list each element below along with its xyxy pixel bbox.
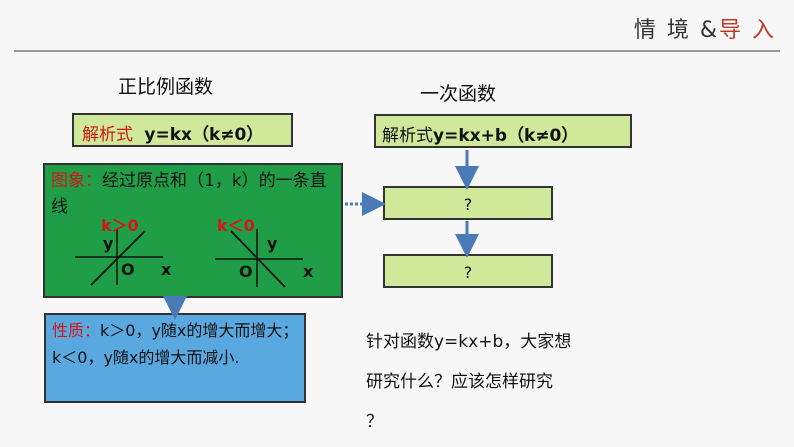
section-title-part2: 导 入 (719, 18, 776, 43)
graph2-origin-label: O (239, 262, 253, 281)
property-text: k＞0，y随x的增大而增大；k＜0，y随x的增大而减小. (52, 321, 299, 367)
question-line-3: ？ (366, 412, 383, 432)
right-formula-expr: y=kx+b（k≠0） (433, 126, 579, 146)
left-formula-expr: y=kx（k≠0） (144, 125, 264, 145)
image-property-box: 图象：经过原点和（1，k）的一条直线 k＞0 y O x k＜0 y O (43, 163, 343, 298)
question-line-2: 研究什么？应该怎样研究 (366, 372, 553, 392)
graph1-origin-label: O (121, 260, 135, 279)
graph1-x-label: x (161, 260, 172, 279)
graph1-condition: k＞0 (101, 216, 139, 235)
question-mark-2: ? (463, 263, 473, 282)
property-label: 性质： (52, 321, 101, 340)
graph2-y-label: y (267, 234, 278, 253)
left-formula-label: 解析式 (82, 125, 133, 145)
right-question-box-1: ? (383, 186, 553, 220)
graph2-x-label: x (303, 262, 314, 281)
image-label: 图象： (51, 171, 102, 191)
section-title: 情 境 &导 入 (634, 12, 776, 44)
property-box: 性质：k＞0，y随x的增大而增大；k＜0，y随x的增大而减小. (44, 313, 306, 403)
graphs: k＞0 y O x k＜0 y O x (75, 216, 314, 288)
right-formula-box: 解析式y=kx+b（k≠0） (374, 114, 632, 148)
section-title-part1: 情 境 & (633, 18, 719, 43)
graph2-condition: k＜0 (217, 216, 255, 235)
research-question: 针对函数y=kx+b，大家想 研究什么？应该怎样研究 ？ (366, 322, 666, 442)
graph-k-negative: k＜0 y O x (215, 216, 314, 288)
graph2-line (230, 230, 286, 288)
question-line-1: 针对函数y=kx+b，大家想 (366, 332, 572, 352)
question-mark-1: ? (463, 195, 473, 214)
graph1-line (90, 230, 146, 286)
right-heading: 一次函数 (420, 83, 497, 105)
graph-k-positive: k＞0 y O x (75, 216, 172, 286)
left-heading: 正比例函数 (118, 76, 214, 98)
left-formula-box: 解析式 y=kx（k≠0） (72, 113, 293, 147)
image-description: 经过原点和（1，k）的一条直线 (51, 171, 327, 217)
graph1-y-label: y (103, 234, 114, 253)
header-divider (14, 50, 780, 52)
right-formula-label: 解析式 (382, 126, 433, 146)
